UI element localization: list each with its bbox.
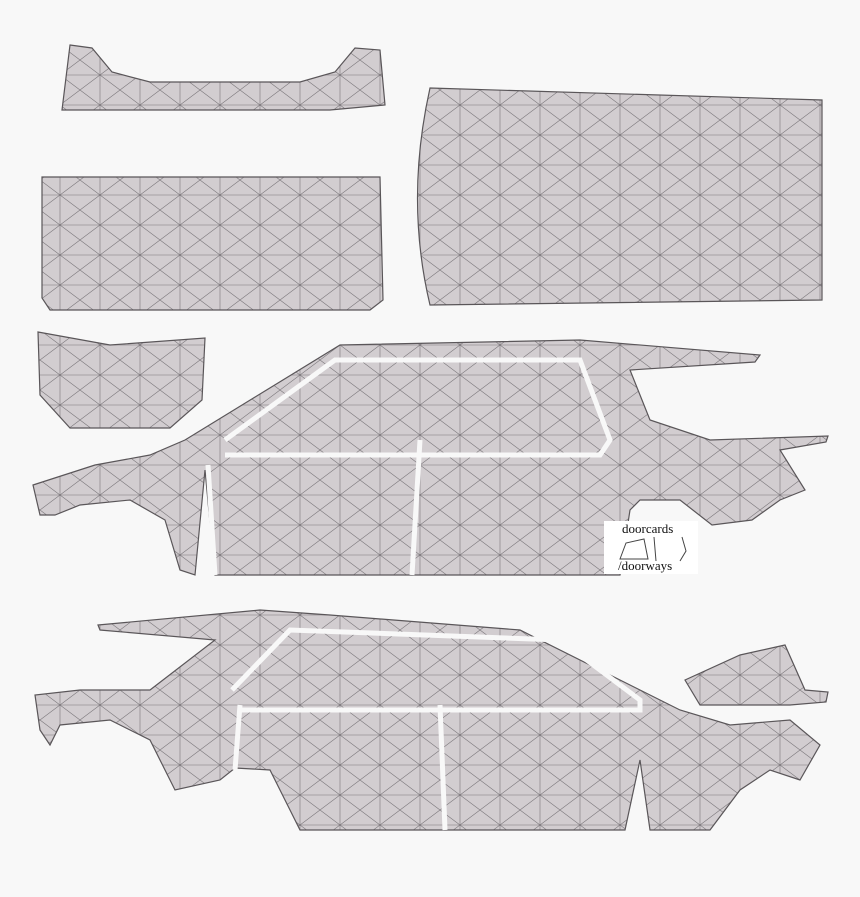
tailgate-panel [41, 176, 384, 311]
doorcards-inset: doorcards /doorways [604, 521, 698, 574]
doorways-label: /doorways [618, 558, 673, 573]
side-panel-lower [34, 609, 821, 831]
hood-panel [37, 331, 206, 429]
fender-piece [684, 644, 829, 706]
roof-panel [416, 87, 823, 306]
rear-bumper-panel [61, 44, 386, 111]
doorcards-label: doorcards [622, 521, 674, 536]
panel-gaps [205, 357, 613, 576]
door-sketch-icon [619, 536, 687, 562]
panel-gaps-lower [230, 627, 643, 831]
